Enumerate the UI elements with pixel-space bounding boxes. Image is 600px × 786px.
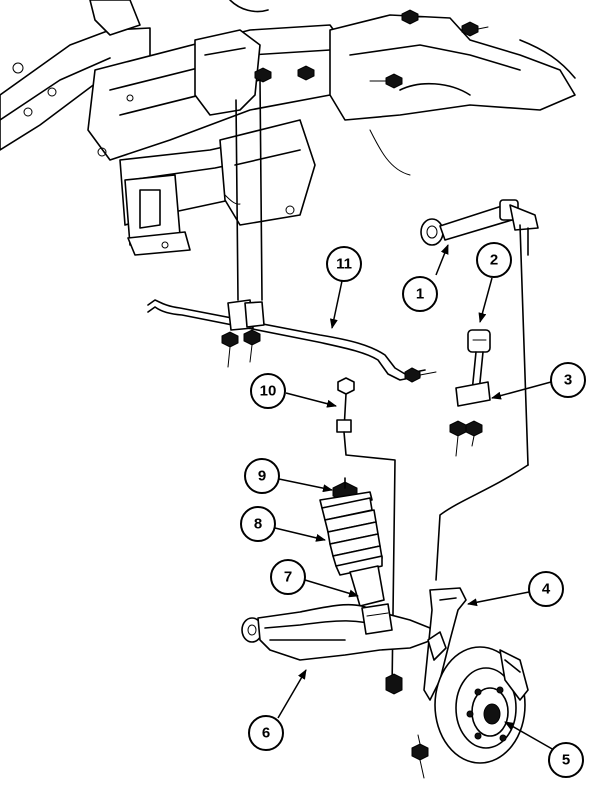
callout-9: 9 <box>244 458 333 494</box>
stabilizer-bar <box>147 79 437 383</box>
callout-7-label: 7 <box>284 569 292 586</box>
callout-3: 3 <box>491 362 586 400</box>
callout-2: 2 <box>476 242 512 323</box>
callout-3-label: 3 <box>564 372 572 389</box>
callout-4: 4 <box>467 571 564 607</box>
lower-control-arm <box>241 603 433 695</box>
callout-11: 11 <box>326 246 362 329</box>
steering-knuckle-and-hub <box>411 464 529 779</box>
callout-1: 1 <box>402 244 449 312</box>
upper-control-link <box>420 199 539 466</box>
callout-11-label: 11 <box>336 256 352 273</box>
callout-6-label: 6 <box>262 725 270 742</box>
callout-10-label: 10 <box>260 383 277 400</box>
stabilizer-link-assembly <box>449 329 491 457</box>
callout-8-label: 8 <box>254 516 262 533</box>
callout-4-label: 4 <box>542 581 551 598</box>
callout-5-label: 5 <box>562 752 570 769</box>
callout-10: 10 <box>250 373 337 409</box>
callout-1-label: 1 <box>416 286 424 303</box>
shock-absorber-assembly <box>319 477 385 621</box>
callout-8: 8 <box>240 506 326 542</box>
callout-6: 6 <box>248 669 307 751</box>
callout-7: 7 <box>270 559 359 598</box>
callout-5: 5 <box>504 721 584 778</box>
stabilizer-link-bolt <box>336 377 396 691</box>
vehicle-frame <box>0 0 576 256</box>
callout-9-label: 9 <box>258 468 266 485</box>
callout-2-label: 2 <box>490 252 498 269</box>
